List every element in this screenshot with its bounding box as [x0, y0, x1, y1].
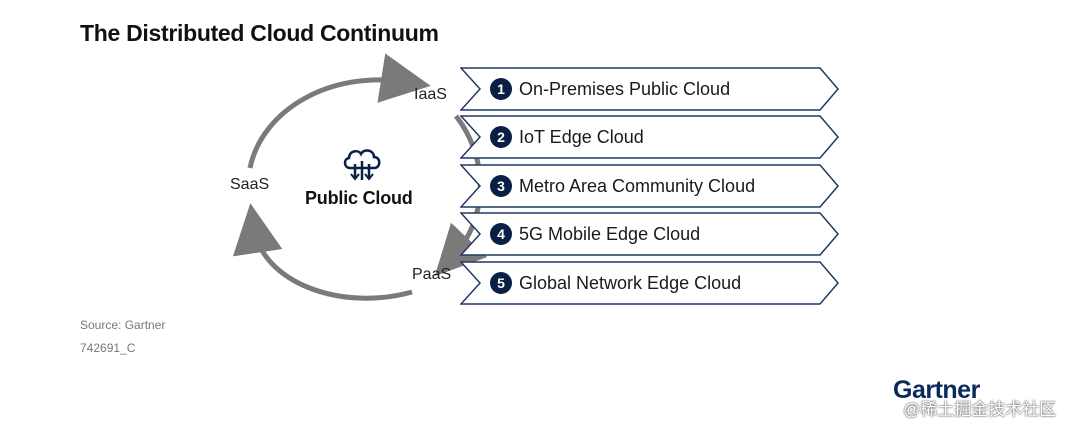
step-item: 1 On-Premises Public Cloud [460, 67, 840, 111]
cloud-network-icon [343, 149, 381, 181]
page-title: The Distributed Cloud Continuum [80, 20, 439, 46]
step-label: IoT Edge Cloud [519, 127, 644, 147]
step-item: 3 Metro Area Community Cloud [460, 164, 840, 208]
brand-logo: Gartner [893, 376, 980, 404]
step-number-badge: 1 [490, 78, 512, 100]
node-paas: PaaS [412, 266, 452, 283]
node-saas: SaaS [230, 176, 270, 193]
step-item: 4 5G Mobile Edge Cloud [460, 212, 840, 256]
step-label: Metro Area Community Cloud [519, 176, 756, 196]
step-number-badge: 2 [490, 126, 512, 148]
step-item: 2 IoT Edge Cloud [460, 115, 840, 159]
node-iaas: IaaS [414, 86, 447, 103]
step-item: 5 Global Network Edge Cloud [460, 261, 840, 305]
arrow-paas-to-saas [232, 203, 413, 301]
step-number-badge: 4 [490, 223, 512, 245]
watermark: @稀土掘金技术社区 [903, 400, 1057, 419]
step-number-badge: 5 [490, 272, 512, 294]
figure-code: 742691_C [80, 341, 136, 355]
step-number-badge: 3 [490, 175, 512, 197]
step-label: 5G Mobile Edge Cloud [519, 224, 701, 244]
source-note: Source: Gartner [80, 318, 166, 332]
step-label: Global Network Edge Cloud [519, 273, 742, 293]
center-label: Public Cloud [305, 188, 413, 208]
step-label: On-Premises Public Cloud [519, 79, 731, 99]
arrow-saas-to-iaas [247, 53, 431, 169]
